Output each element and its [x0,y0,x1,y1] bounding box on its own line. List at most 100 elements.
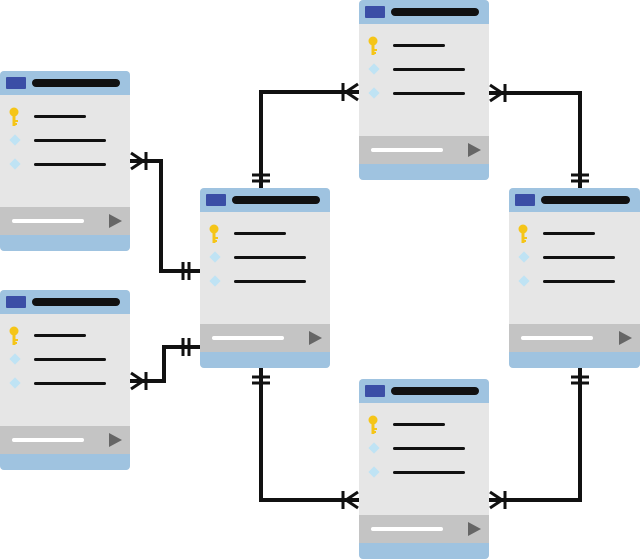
field-name-placeholder [34,115,86,118]
table-card-t5 [509,188,640,368]
diamond-icon [209,275,221,287]
field-row [200,270,330,294]
one-marker-t3-bottom [252,375,270,385]
field-name-placeholder [393,92,465,95]
play-icon [109,433,122,447]
field-name-placeholder [234,232,286,235]
table-bottom-bar [359,543,489,559]
table-title-placeholder [391,8,479,16]
primary-key-row [509,222,640,246]
table-icon [365,385,385,397]
crows-foot-t1 [130,151,148,171]
table-footer [0,207,130,235]
table-icon [206,194,226,206]
table-fields [0,314,130,426]
table-header [200,188,330,212]
play-icon [619,331,632,345]
one-marker-t3-left-top [181,262,191,280]
table-icon [6,77,26,89]
connector-t5-t6 [488,367,582,502]
field-name-placeholder [34,382,106,385]
key-icon [367,415,379,435]
one-marker-t5-bottom [571,375,589,385]
footer-placeholder [371,148,443,152]
table-bottom-bar [200,352,330,368]
table-title-placeholder [32,79,120,87]
one-marker-t3-top [252,173,270,183]
field-name-placeholder [34,139,106,142]
field-row [509,270,640,294]
table-header [509,188,640,212]
field-row [200,246,330,270]
table-header [359,0,489,24]
table-card-t4 [359,0,489,180]
crows-foot-t4-right [489,83,507,103]
table-bottom-bar [359,164,489,180]
table-header [0,290,130,314]
table-card-t6 [359,379,489,559]
diamond-icon [368,63,380,75]
table-title-placeholder [232,196,320,204]
field-name-placeholder [234,256,306,259]
diamond-icon [9,377,21,389]
play-icon [468,143,481,157]
table-bottom-bar [0,454,130,470]
field-row [359,461,489,485]
field-row [509,246,640,270]
crows-foot-t6-right [489,490,507,510]
connector-t3-t4 [259,90,360,189]
field-row [0,129,130,153]
footer-placeholder [521,336,593,340]
field-name-placeholder [34,163,106,166]
footer-placeholder [12,219,84,223]
one-marker-t5-top [571,173,589,183]
table-footer [359,515,489,543]
diamond-icon [368,466,380,478]
play-icon [468,522,481,536]
field-name-placeholder [543,280,615,283]
key-icon [517,224,529,244]
field-name-placeholder [34,334,86,337]
table-header [0,71,130,95]
table-bottom-bar [509,352,640,368]
field-row [359,437,489,461]
crows-foot-t4-left [341,82,359,102]
field-name-placeholder [234,280,306,283]
table-icon [365,6,385,18]
field-row [359,58,489,82]
table-card-t3 [200,188,330,368]
key-icon [8,107,20,127]
table-icon [6,296,26,308]
crows-foot-t6-left [341,490,359,510]
field-name-placeholder [34,358,106,361]
footer-placeholder [371,527,443,531]
primary-key-row [200,222,330,246]
play-icon [309,331,322,345]
field-row [0,153,130,177]
primary-key-row [0,105,130,129]
footer-placeholder [212,336,284,340]
one-marker-t3-left-bottom [181,338,191,356]
table-fields [359,403,489,515]
diamond-icon [209,251,221,263]
key-icon [208,224,220,244]
diamond-icon [9,134,21,146]
table-card-t2 [0,290,130,470]
primary-key-row [0,324,130,348]
table-footer [0,426,130,454]
field-name-placeholder [393,44,445,47]
table-fields [509,212,640,324]
field-name-placeholder [543,232,595,235]
key-icon [8,326,20,346]
field-name-placeholder [393,423,445,426]
diamond-icon [9,158,21,170]
table-bottom-bar [0,235,130,251]
crows-foot-t2 [130,371,148,391]
field-name-placeholder [543,256,615,259]
table-footer [509,324,640,352]
primary-key-row [359,34,489,58]
table-title-placeholder [541,196,630,204]
